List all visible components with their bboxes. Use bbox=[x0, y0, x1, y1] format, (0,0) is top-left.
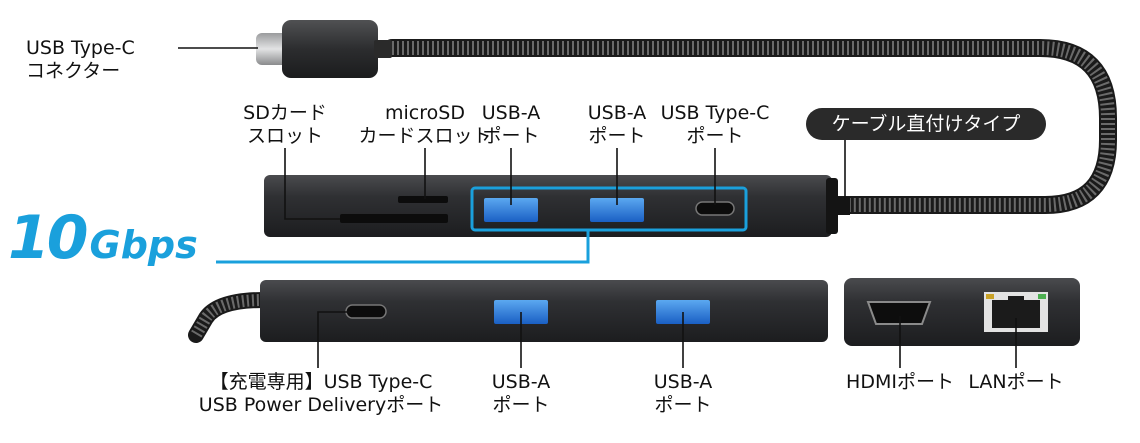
microsd-slot-label: microSD カードスロット bbox=[358, 102, 492, 147]
hub-top bbox=[264, 175, 850, 237]
braided-cable bbox=[188, 39, 1117, 343]
usb-10gbps-highlight bbox=[470, 186, 748, 232]
hub-side bbox=[844, 278, 1080, 346]
microsd-slot bbox=[398, 196, 448, 203]
speed-number: 10 bbox=[8, 203, 88, 273]
pd-port-label: 【充電専用】USB Type-C USB Power Deliveryポート bbox=[198, 371, 444, 416]
hdmi-port-label: HDMIポート bbox=[846, 371, 954, 393]
usba-top-1-label: USB-A ポート bbox=[481, 102, 541, 147]
sd-slot-label: SDカード スロット bbox=[243, 102, 327, 147]
speed-leader-line bbox=[216, 229, 590, 264]
hdmi-port bbox=[866, 301, 932, 325]
usba-bottom-2-label: USB-A ポート bbox=[653, 371, 713, 416]
usba-bottom-1-label: USB-A ポート bbox=[491, 371, 551, 416]
lan-port-label: LANポート bbox=[968, 371, 1064, 393]
usba-top-2-label: USB-A ポート bbox=[587, 102, 647, 147]
cable-type-badge: ケーブル直付けタイプ bbox=[806, 108, 1046, 140]
usba-port-top-2 bbox=[590, 198, 644, 222]
typec-pd-port bbox=[345, 304, 387, 319]
speed-unit: Gbps bbox=[89, 223, 198, 267]
typec-plug bbox=[256, 20, 392, 78]
usba-port-top-1 bbox=[484, 198, 538, 222]
hub-bottom bbox=[260, 280, 828, 342]
typec-connector-label: USB Type-C コネクター bbox=[26, 37, 135, 82]
typec-top-label: USB Type-C ポート bbox=[660, 102, 770, 147]
sd-slot bbox=[340, 214, 448, 223]
leader-lines bbox=[178, 47, 1017, 368]
